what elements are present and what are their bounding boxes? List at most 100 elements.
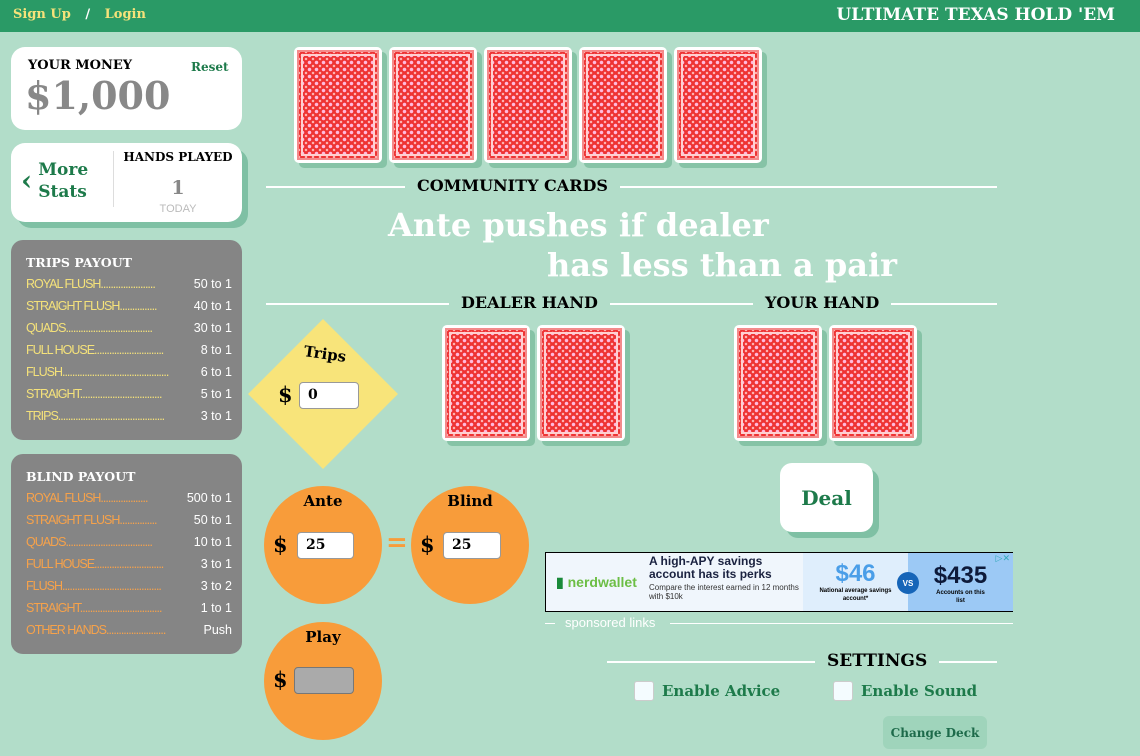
period-label: TODAY [159, 203, 197, 215]
ad-vs-badge: VS [897, 572, 919, 594]
dollar-sign: $ [420, 532, 435, 557]
trips-payout-title: TRIPS PAYOUT [26, 255, 132, 270]
payout-value: 8 to 1 [200, 343, 232, 357]
dealer-hand-label: DEALER HAND [449, 293, 610, 312]
hand-name: STRAIGHT FLUSH............... [26, 513, 158, 527]
hand-name: ROYAL FLUSH................... [26, 491, 148, 505]
stats-label: Stats [38, 182, 87, 202]
hand-name: FULL HOUSE............................ [26, 557, 164, 571]
payout-value: 1 to 1 [200, 601, 232, 615]
blind-bet-input[interactable]: 25 [443, 532, 501, 559]
deal-button[interactable]: Deal [780, 463, 873, 532]
reset-link[interactable]: Reset [191, 60, 229, 74]
divider [266, 186, 997, 188]
payout-row: FLUSH...................................… [26, 579, 232, 593]
payout-value: 50 to 1 [193, 513, 232, 527]
hands-played-count: 1 [171, 177, 185, 199]
community-cards-label: COMMUNITY CARDS [405, 176, 620, 195]
player-card [829, 325, 917, 441]
payout-value: 500 to 1 [186, 491, 232, 505]
payout-row: QUADS...................................… [26, 321, 232, 335]
payout-value: 3 to 1 [200, 409, 232, 423]
ad-left-value: $46 [835, 560, 876, 587]
top-bar: Sign Up / Login ULTIMATE TEXAS HOLD 'EM [0, 0, 1140, 32]
card-back [737, 328, 819, 438]
hand-name: ROYAL FLUSH...................... [26, 277, 156, 291]
card-back [832, 328, 914, 438]
more-label: More [38, 160, 89, 180]
card-back [540, 328, 622, 438]
ad-right-value: $435 [933, 562, 988, 589]
payout-row: STRAIGHT FLUSH...............40 to 1 [26, 299, 232, 313]
payout-row: FULL HOUSE............................8 … [26, 343, 232, 357]
card-back [487, 50, 569, 160]
hand-name: STRAIGHT................................… [26, 387, 162, 401]
divider [545, 623, 555, 624]
separator: / [85, 7, 91, 22]
ad-headline: A high-APY savings account has its perks [649, 554, 772, 581]
enable-advice-label[interactable]: Enable Advice [662, 682, 781, 700]
dollar-sign: $ [273, 667, 288, 692]
payout-row: STRAIGHT................................… [26, 601, 232, 615]
hand-name: QUADS................................... [26, 321, 153, 335]
community-card [674, 47, 762, 163]
message-line-1: Ante pushes if dealer [388, 206, 769, 244]
hand-name: STRAIGHT FLUSH............... [26, 299, 158, 313]
advertisement[interactable]: ▮ nerdwallet A high-APY savings account … [545, 552, 1013, 612]
payout-row: ROYAL FLUSH................... 500 to 1 [26, 491, 232, 505]
payout-row: FULL HOUSE............................3 … [26, 557, 232, 571]
card-back [677, 50, 759, 160]
ad-text-block: A high-APY savings account has its perks… [649, 554, 801, 602]
ad-close-icon[interactable]: ▷✕ [995, 553, 1010, 563]
hand-name: TRIPS...................................… [26, 409, 165, 423]
payout-row: ROYAL FLUSH...................... 50 to 1 [26, 277, 232, 291]
enable-sound-checkbox[interactable] [833, 681, 853, 701]
community-card [294, 47, 382, 163]
enable-advice-checkbox[interactable] [634, 681, 654, 701]
ad-left-caption: National average savings account* [819, 588, 892, 602]
hand-name: FLUSH...................................… [26, 365, 169, 379]
hands-played-label: HANDS PLAYED [123, 150, 233, 164]
hand-name: QUADS................................... [26, 535, 153, 549]
ad-body: Compare the interest earned in 12 months… [649, 583, 799, 601]
blind-payout-title: BLIND PAYOUT [26, 469, 136, 484]
money-panel: YOUR MONEY Reset $1,000 [11, 47, 242, 130]
auth-links: Sign Up / Login [13, 7, 146, 22]
payout-value: Push [203, 623, 233, 637]
play-bet-input[interactable] [294, 667, 354, 694]
ad-brand-name: nerdwallet [567, 574, 637, 590]
divider [607, 661, 997, 663]
divider [113, 151, 114, 207]
hand-name: FLUSH...................................… [26, 579, 162, 593]
dealer-card [537, 325, 625, 441]
change-deck-button[interactable]: Change Deck [883, 716, 987, 749]
money-value: $1,000 [25, 73, 171, 118]
your-hand-label: YOUR HAND [753, 293, 892, 312]
trips-payout-table: TRIPS PAYOUT ROYAL FLUSH................… [11, 240, 242, 440]
divider [670, 623, 1013, 624]
blind-label: Blind [447, 492, 493, 510]
payout-row: QUADS...................................… [26, 535, 232, 549]
app-title: ULTIMATE TEXAS HOLD 'EM [836, 5, 1115, 25]
sign-up-link[interactable]: Sign Up [13, 7, 71, 22]
payout-row: OTHER HANDS........................ Push [26, 623, 232, 637]
login-link[interactable]: Login [104, 7, 146, 22]
payout-row: STRAIGHT FLUSH............... 50 to 1 [26, 513, 232, 527]
hand-name: OTHER HANDS........................ [26, 623, 166, 637]
card-back [582, 50, 664, 160]
payout-row: FLUSH...................................… [26, 365, 232, 379]
nerdwallet-logo-icon: ▮ [556, 574, 564, 590]
divider [266, 303, 997, 305]
play-label: Play [305, 628, 341, 646]
payout-row: STRAIGHT................................… [26, 387, 232, 401]
enable-sound-label[interactable]: Enable Sound [861, 682, 978, 700]
payout-value: 3 to 2 [200, 579, 232, 593]
card-back [392, 50, 474, 160]
ante-bet-input[interactable]: 25 [297, 532, 354, 559]
community-card [389, 47, 477, 163]
payout-value: 50 to 1 [193, 277, 232, 291]
trips-bet-input[interactable]: 0 [299, 382, 359, 409]
sponsored-links-label: sponsored links [565, 615, 656, 630]
